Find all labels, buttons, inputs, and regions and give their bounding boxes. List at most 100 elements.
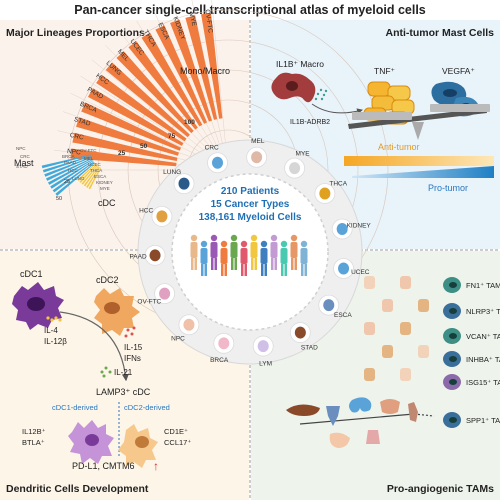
anti-tumor-label: Anti-tumor [378,142,420,152]
cdc-bar [44,156,92,177]
cdc-bar [41,154,91,169]
mast-bar [83,166,99,187]
patient-silhouette [300,240,308,276]
cdc-bar [46,158,93,181]
cdc2-cell [94,288,140,336]
small-cancer-label: ESCA [94,174,106,179]
tam-label: ISG15⁺ TAM [466,378,500,387]
tam-organ-icon [364,276,375,289]
tam-title: Pro-angiogenic TAMs [387,483,494,495]
il1b-adrb2-label: IL1B-ADRB2 [290,119,330,126]
patient-silhouette [200,240,208,276]
mast-bar [88,167,101,190]
patient-silhouette [260,240,268,276]
mono-macro-bar [70,148,177,167]
organ-icon [338,262,350,275]
small-cancer-label: STAD [16,164,28,169]
il1b-macro-cell [271,72,316,103]
il12b-label: IL-12β [44,337,67,346]
radial-cancer-label: NPC [67,148,82,156]
cdc2-secretion [124,326,136,338]
tam-organ-icon [400,276,411,289]
pro-tumor-label: Pro-tumor [428,183,468,193]
vegfa-label: VEGFA⁺ [442,66,475,76]
patient-silhouette [270,234,278,270]
cd1e-marker: CD1E⁺ [164,427,188,436]
mast-title: Anti-tumor Mast Cells [385,27,494,39]
tam-bottom-organs [286,397,418,448]
cancer-type-label: BRCA [210,357,229,364]
tam-organ-icon [400,322,411,335]
patient-silhouettes [190,234,308,276]
ifns-label: IFNs [124,354,141,363]
cancer-type-label: OV-FTC [137,299,161,306]
upregulated-arrow: ↑ [153,459,159,473]
mono-macro-bar [81,102,182,151]
organ-icon [257,340,269,353]
tam-nucleus [449,417,457,423]
cancer-type-label: LYM [259,360,272,367]
cancer-type-label: UCEC [351,269,370,276]
il15-label: IL-15 [124,343,143,352]
tam-organ-grid [364,276,429,381]
mono-macro-bar [128,41,198,130]
dc-title: Dendritic Cells Development [6,483,149,495]
cancer-type-label: MYE [296,151,311,158]
cdc2-label: cDC2 [96,275,119,285]
tick-25: 25 [118,150,126,157]
small-cancer-label: PAAD [64,160,77,165]
cancer-type-ring: CRCMELMYETHCAKIDNEYUCECESCASTADLYMBRCANP… [129,138,371,368]
radial-spoke [211,0,229,171]
mast-bar [79,164,97,183]
tam-organ-icon [400,368,411,381]
cdc1-label: cDC1 [20,269,43,279]
tam-organ-icon [364,322,375,335]
organ-icon [336,223,348,236]
organ-icon [212,156,224,169]
cdc-bar [55,162,95,196]
small-cancer-label: UCEC [88,162,102,167]
figure-title: Pan-cancer single-cell transcriptional a… [74,3,426,17]
patient-silhouette [250,234,258,270]
tam-label: VCAN⁺ TAM [466,332,500,341]
tam-nucleus [449,379,457,385]
organ-icon [156,210,168,223]
radial-cancer-label: OV-FTC [203,9,213,34]
tam-organ-icon [418,299,429,312]
radial-spoke [191,0,229,171]
patient-silhouette [230,234,238,270]
radial-cancer-label: MYE [187,12,197,28]
organ-icon [294,326,306,339]
patient-silhouette [240,240,248,276]
small-cancer-label: HCC [68,168,78,173]
tick-50: 50 [140,143,148,150]
btla-marker: BTLA⁺ [22,438,45,447]
il21-secretion [100,366,112,378]
il1b-macro-label: IL1B⁺ Macro [276,59,324,69]
tam-label: INHBA⁺ TAM [466,355,500,364]
cancer-type-label: ESCA [334,312,352,319]
tam-organ-icon [382,345,393,358]
patient-silhouette [290,234,298,270]
organ-icon [159,287,171,300]
cells-count: 138,161 Myeloid Cells [199,212,302,223]
mono-macro-bar [105,62,190,138]
tam-organ-icon [418,345,429,358]
organ-icon [289,162,301,175]
cdc-bar [42,155,92,173]
mono-macro-bar [185,15,218,120]
radial-cancer-label: STAD [73,116,91,128]
mono-macro-bar [72,132,178,161]
tam-label: SPP1⁺ TAM [466,416,500,425]
small-cancer-label: NPC [16,146,26,151]
cancer-types-count: 15 Cancer Types [211,199,290,210]
patient-silhouette [220,240,228,276]
mono-macro-label: Mono/Macro [180,66,230,76]
lineage-title: Major Lineages Proportions [6,27,145,39]
cancer-type-label: THCA [329,181,347,188]
mono-macro-bar [76,117,179,156]
cancer-type-label: CRC [205,144,219,151]
cdc-bar [50,160,94,189]
